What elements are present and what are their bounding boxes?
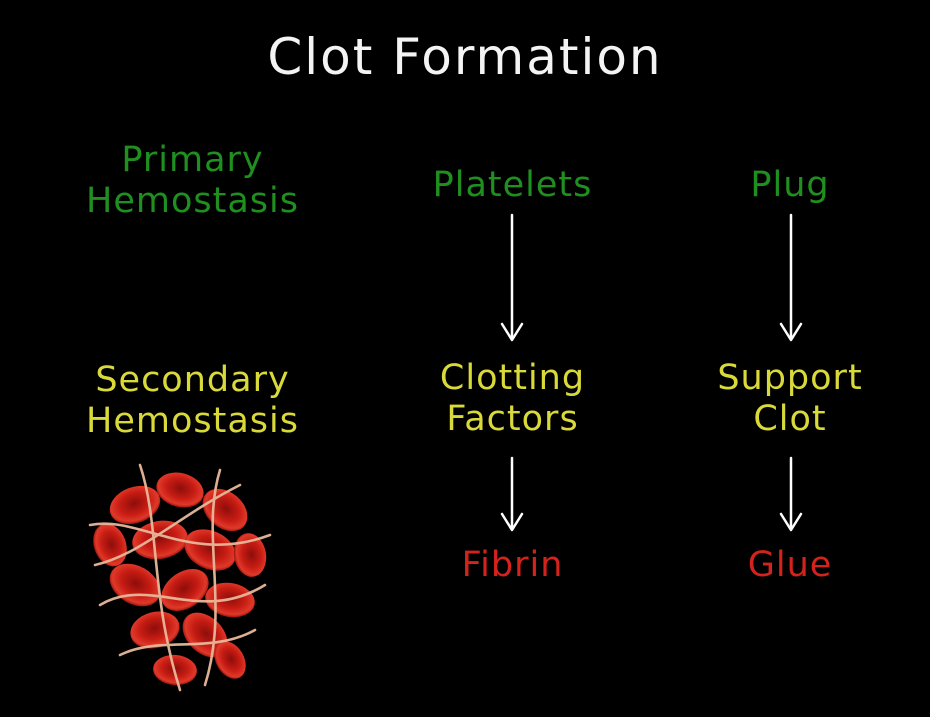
node-fibrin: Fibrin: [461, 545, 564, 585]
node-platelets: Platelets: [432, 165, 593, 205]
label-primary-line1: Primary: [121, 140, 264, 180]
blood-clot-illustration: [88, 463, 272, 692]
label-primary-hemostasis: Primary Hemostasis: [20, 140, 365, 223]
arrow-platelets-to-clotting: [500, 213, 524, 342]
arrow-plug-to-support: [779, 213, 803, 342]
node-support-clot: Support Clot: [670, 358, 910, 441]
arrow-support-to-glue: [779, 456, 803, 532]
node-glue: Glue: [747, 545, 833, 585]
node-clotting-line2: Factors: [446, 399, 579, 440]
label-secondary-hemostasis: Secondary Hemostasis: [20, 360, 365, 443]
label-secondary-line1: Secondary: [95, 360, 290, 400]
node-plug: Plug: [750, 165, 830, 205]
label-secondary-line2: Hemostasis: [86, 401, 299, 442]
node-support-line1: Support: [717, 358, 863, 398]
node-clotting-factors: Clotting Factors: [390, 358, 635, 441]
page-title: Clot Formation: [267, 28, 663, 86]
node-support-line2: Clot: [753, 399, 827, 440]
arrow-clotting-to-fibrin: [500, 456, 524, 532]
label-primary-line2: Hemostasis: [86, 181, 299, 222]
node-clotting-line1: Clotting: [439, 358, 586, 398]
